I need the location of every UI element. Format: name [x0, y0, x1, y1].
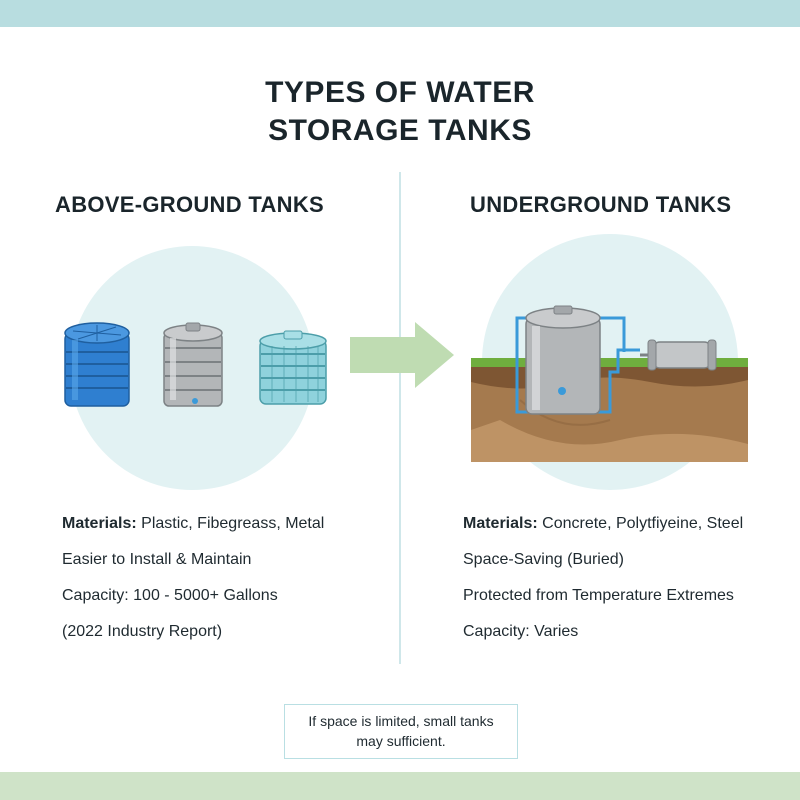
underground-features: Materials: Concrete, Polytfiyeine, Steel…	[463, 514, 743, 658]
above-ground-materials: Materials: Plastic, Fibegreass, Metal	[62, 514, 324, 550]
transition-arrow-icon	[350, 322, 454, 388]
list-item: Capacity: 100 - 5000+ Gallons	[62, 587, 278, 604]
materials-value: Plastic, Fibegreass, Metal	[136, 515, 325, 532]
top-band	[0, 0, 800, 27]
list-item: Easier to Install & Maintain	[62, 551, 252, 568]
column-divider	[399, 172, 401, 664]
underground-materials: Materials: Concrete, Polytfiyeine, Steel	[463, 514, 743, 550]
materials-label: Materials:	[463, 515, 538, 532]
teal-modular-tank-icon	[259, 330, 327, 405]
underground-heading: UNDERGROUND TANKS	[470, 192, 732, 217]
above-ground-heading: ABOVE-GROUND TANKS	[55, 192, 324, 217]
blue-plastic-tank-icon	[64, 322, 130, 407]
underground-tank-cross-section-icon	[471, 305, 748, 462]
above-ground-features: Materials: Plastic, Fibegreass, Metal Ea…	[62, 514, 324, 658]
title-line-2: STORAGE TANKS	[268, 114, 532, 147]
note-box: If space is limited, small tanks may suf…	[284, 704, 518, 759]
materials-label: Materials:	[62, 515, 137, 532]
materials-value: Concrete, Polytfiyeine, Steel	[537, 515, 744, 532]
title-line-1: TYPES OF WATER	[265, 76, 535, 109]
list-item: Capacity: Varies	[463, 623, 579, 640]
list-item: (2022 Industry Report)	[62, 623, 223, 640]
list-item: Space-Saving (Buried)	[463, 551, 624, 568]
list-item: Protected from Temperature Extremes	[463, 587, 734, 604]
grey-metal-tank-icon	[163, 322, 223, 407]
page-title: TYPES OF WATER STORAGE TANKS	[0, 74, 800, 150]
note-line-1: If space is limited, small tanks	[308, 713, 494, 729]
note-line-2: may sufficient.	[356, 733, 446, 749]
bottom-band	[0, 772, 800, 800]
